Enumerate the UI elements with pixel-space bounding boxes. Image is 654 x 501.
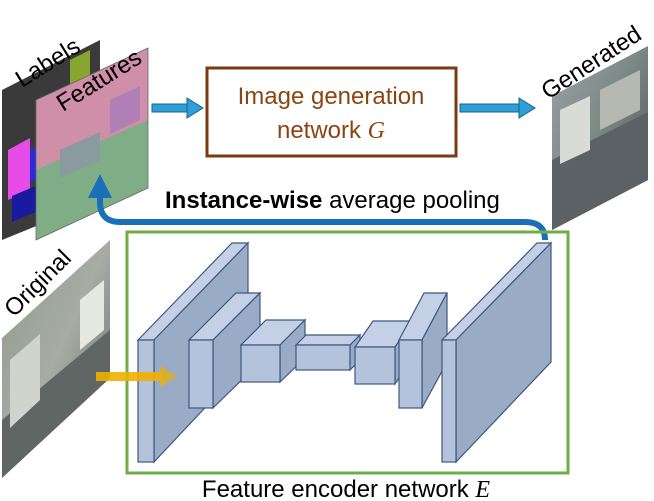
pooling-arrow <box>88 174 548 241</box>
pooling-rest: average pooling <box>322 187 499 214</box>
layer-3 <box>239 318 307 384</box>
generator-to-output-arrow <box>459 97 536 119</box>
generated-image <box>552 46 648 230</box>
generator-symbol: G <box>368 118 385 144</box>
original-image <box>2 240 110 478</box>
encoder-layers <box>136 241 553 464</box>
layer-4 <box>294 333 362 372</box>
encoder-caption-text: Feature encoder network <box>202 476 475 501</box>
pooling-bold: Instance-wise <box>165 187 322 214</box>
image-generation-network-box: Image generation network G <box>205 66 458 158</box>
generator-line1: Image generation <box>238 83 425 110</box>
layer-7 <box>440 241 553 464</box>
layer-6 <box>398 292 448 409</box>
generator-line2: network <box>277 117 368 144</box>
pooling-label: Instance-wise average pooling <box>165 187 500 214</box>
encoder-caption: Feature encoder network E <box>202 476 490 501</box>
features-to-generator-arrow <box>151 97 204 119</box>
svg-text:network G: network G <box>277 117 385 144</box>
encoder-symbol: E <box>474 477 490 501</box>
input-arrow <box>96 366 177 387</box>
feature-encoder-box <box>125 230 570 475</box>
